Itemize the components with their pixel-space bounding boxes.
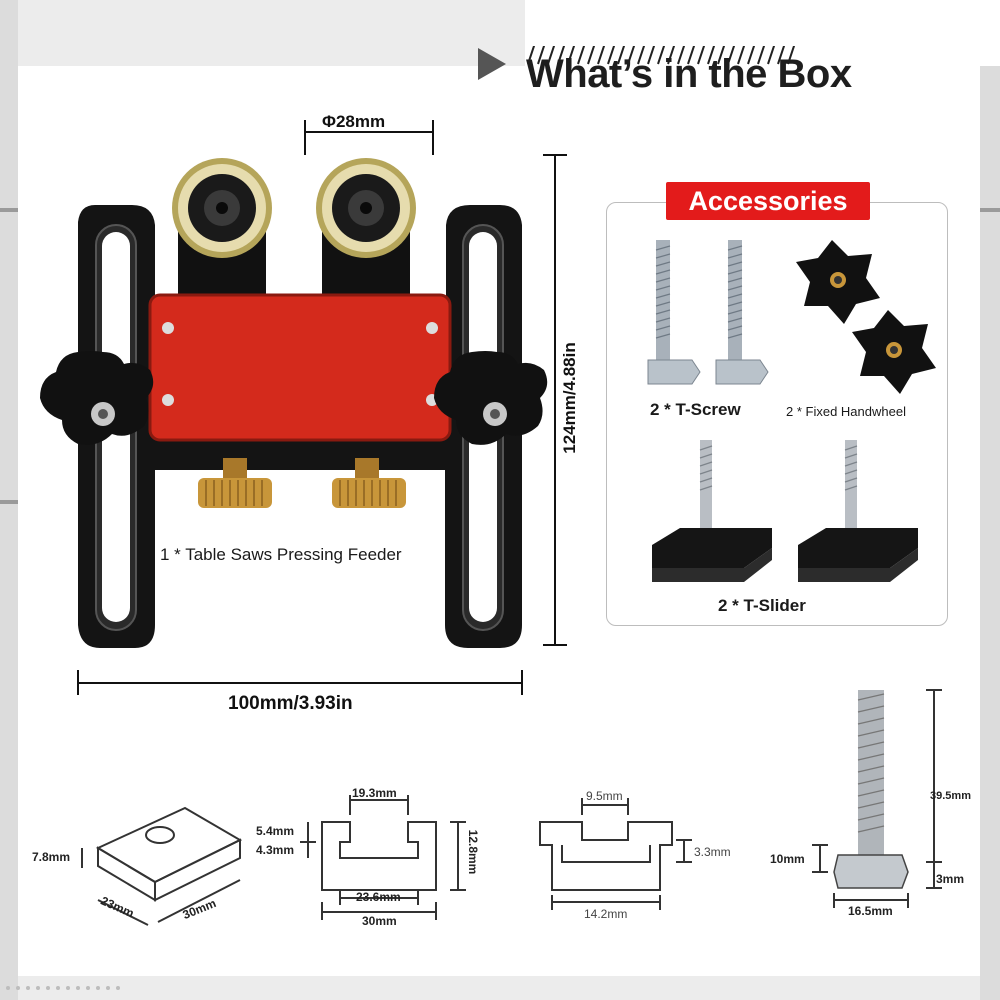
pressing-wheels xyxy=(172,158,416,300)
screw-head-width-label: 16.5mm xyxy=(848,904,893,918)
track-upper-step-label: 5.4mm xyxy=(256,824,295,838)
slider-top-width-label: 9.5mm xyxy=(586,789,623,803)
accent-line-left-2 xyxy=(0,500,18,504)
track-inner-width-label: 23.6mm xyxy=(356,890,401,904)
accent-bar-right xyxy=(980,60,1000,1000)
track-outer-width-label: 30mm xyxy=(362,914,397,928)
page-title: What’s in the Box xyxy=(526,52,852,96)
wheel-diameter-label: Φ28mm xyxy=(322,112,386,131)
accent-line-right xyxy=(980,208,1000,212)
t-screw-illustration xyxy=(647,240,769,385)
t-slider-caption: 2 * T-Slider xyxy=(718,596,806,615)
track-top-opening-label: 19.3mm xyxy=(352,786,397,800)
screw-head-thickness-label: 3mm xyxy=(936,872,965,886)
side-star-knobs xyxy=(40,351,548,445)
accent-line-left-1 xyxy=(0,208,18,212)
handwheel-illustration xyxy=(796,240,936,394)
hatch-pattern xyxy=(527,46,796,65)
feeder-caption: 1 * Table Saws Pressing Feeder xyxy=(160,545,402,564)
slider-bottom-width-label: 14.2mm xyxy=(584,907,628,921)
track-lower-step-label: 4.3mm xyxy=(256,843,295,857)
screw-head-height-label: 10mm xyxy=(770,852,805,866)
height-dimension-line xyxy=(543,154,567,646)
top-strip xyxy=(525,0,1000,66)
brass-thumb-screws xyxy=(198,458,406,508)
title-decoration xyxy=(478,46,796,80)
slider-height-label: 7.8mm xyxy=(32,850,71,864)
width-dimension-line xyxy=(77,670,523,695)
t-screw-caption: 2 * T-Screw xyxy=(650,400,741,419)
t-slider-illustration xyxy=(652,440,918,582)
red-plate xyxy=(148,293,452,442)
t-screw-dimension-drawing xyxy=(812,689,942,908)
slider-block-drawing xyxy=(81,806,243,926)
track-profile-drawing xyxy=(300,795,466,920)
title-arrow-icon xyxy=(478,48,506,80)
accessories-badge: Accessories xyxy=(666,182,870,220)
screw-thread-length-label: 39.5mm xyxy=(930,790,971,802)
slider-profile-drawing xyxy=(539,798,692,910)
wheel-dimension-line xyxy=(304,120,434,155)
width-label: 100mm/3.93in xyxy=(228,693,353,714)
title-block: What’s in the Box xyxy=(478,46,978,106)
slider-side-height-label: 3.3mm xyxy=(694,845,731,859)
handwheel-caption: 2 * Fixed Handwheel xyxy=(786,404,906,419)
